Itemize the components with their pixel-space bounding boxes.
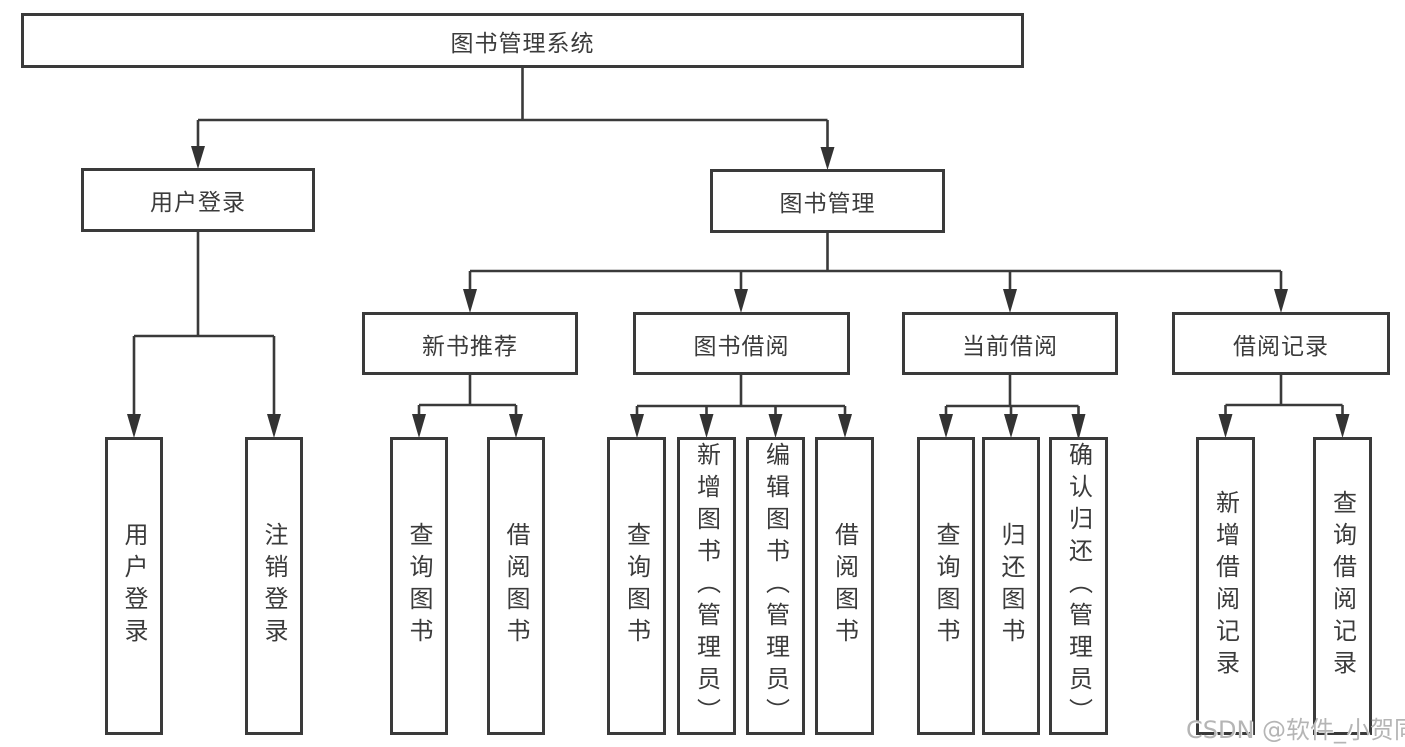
node-user-login: 用户登录 (81, 168, 315, 232)
node-library-system-label: 图书管理系统 (450, 30, 595, 57)
leaf-current-confirm-return-admin-label: 确认归还（管理员） (1064, 442, 1093, 730)
leaf-recommend-query-books-label: 查询图书 (405, 522, 433, 650)
node-book-borrow: 图书借阅 (633, 312, 850, 375)
leaf-records-query-record: 查询借阅记录 (1313, 437, 1372, 735)
node-current-borrow: 当前借阅 (902, 312, 1118, 375)
leaf-recommend-borrow-books: 借阅图书 (487, 437, 545, 735)
node-borrow-records-label: 借阅记录 (1233, 333, 1329, 360)
node-book-management-label: 图书管理 (779, 191, 876, 217)
leaf-borrow-borrow-books-label: 借阅图书 (830, 522, 859, 650)
node-current-borrow-label: 当前借阅 (962, 333, 1058, 360)
leaf-records-add-record: 新增借阅记录 (1196, 437, 1255, 735)
node-user-login-label: 用户登录 (150, 190, 246, 216)
leaf-borrow-edit-books-admin-label: 编辑图书（管理员） (761, 442, 790, 730)
node-new-book-recommend-label: 新书推荐 (422, 333, 518, 360)
node-book-borrow-label: 图书借阅 (693, 333, 790, 360)
leaf-current-query-books-label: 查询图书 (932, 522, 960, 650)
leaf-borrow-edit-books-admin: 编辑图书（管理员） (746, 437, 805, 735)
leaf-current-return-books-label: 归还图书 (997, 522, 1025, 650)
node-borrow-records: 借阅记录 (1172, 312, 1390, 375)
leaf-current-query-books: 查询图书 (917, 437, 975, 735)
leaf-borrow-borrow-books: 借阅图书 (815, 437, 874, 735)
node-library-system: 图书管理系统 (21, 13, 1024, 68)
leaf-records-query-record-label: 查询借阅记录 (1328, 490, 1357, 682)
leaf-borrow-query-books-label: 查询图书 (622, 522, 651, 650)
watermark: CSDN @软件_小贺同学 (1186, 716, 1405, 744)
leaf-borrow-query-books: 查询图书 (607, 437, 666, 735)
node-book-management: 图书管理 (710, 169, 945, 233)
leaf-recommend-query-books: 查询图书 (390, 437, 448, 735)
node-new-book-recommend: 新书推荐 (362, 312, 578, 375)
leaf-logout-label: 注销登录 (260, 522, 288, 650)
leaf-logout: 注销登录 (245, 437, 303, 735)
leaf-current-return-books: 归还图书 (982, 437, 1040, 735)
leaf-current-confirm-return-admin: 确认归还（管理员） (1049, 437, 1108, 735)
leaf-borrow-add-books-admin-label: 新增图书（管理员） (692, 442, 721, 730)
leaf-borrow-add-books-admin: 新增图书（管理员） (677, 437, 736, 735)
leaf-recommend-borrow-books-label: 借阅图书 (502, 522, 530, 650)
leaf-records-add-record-label: 新增借阅记录 (1211, 490, 1240, 682)
leaf-user-login: 用户登录 (105, 437, 163, 735)
leaf-user-login-label: 用户登录 (120, 522, 148, 650)
